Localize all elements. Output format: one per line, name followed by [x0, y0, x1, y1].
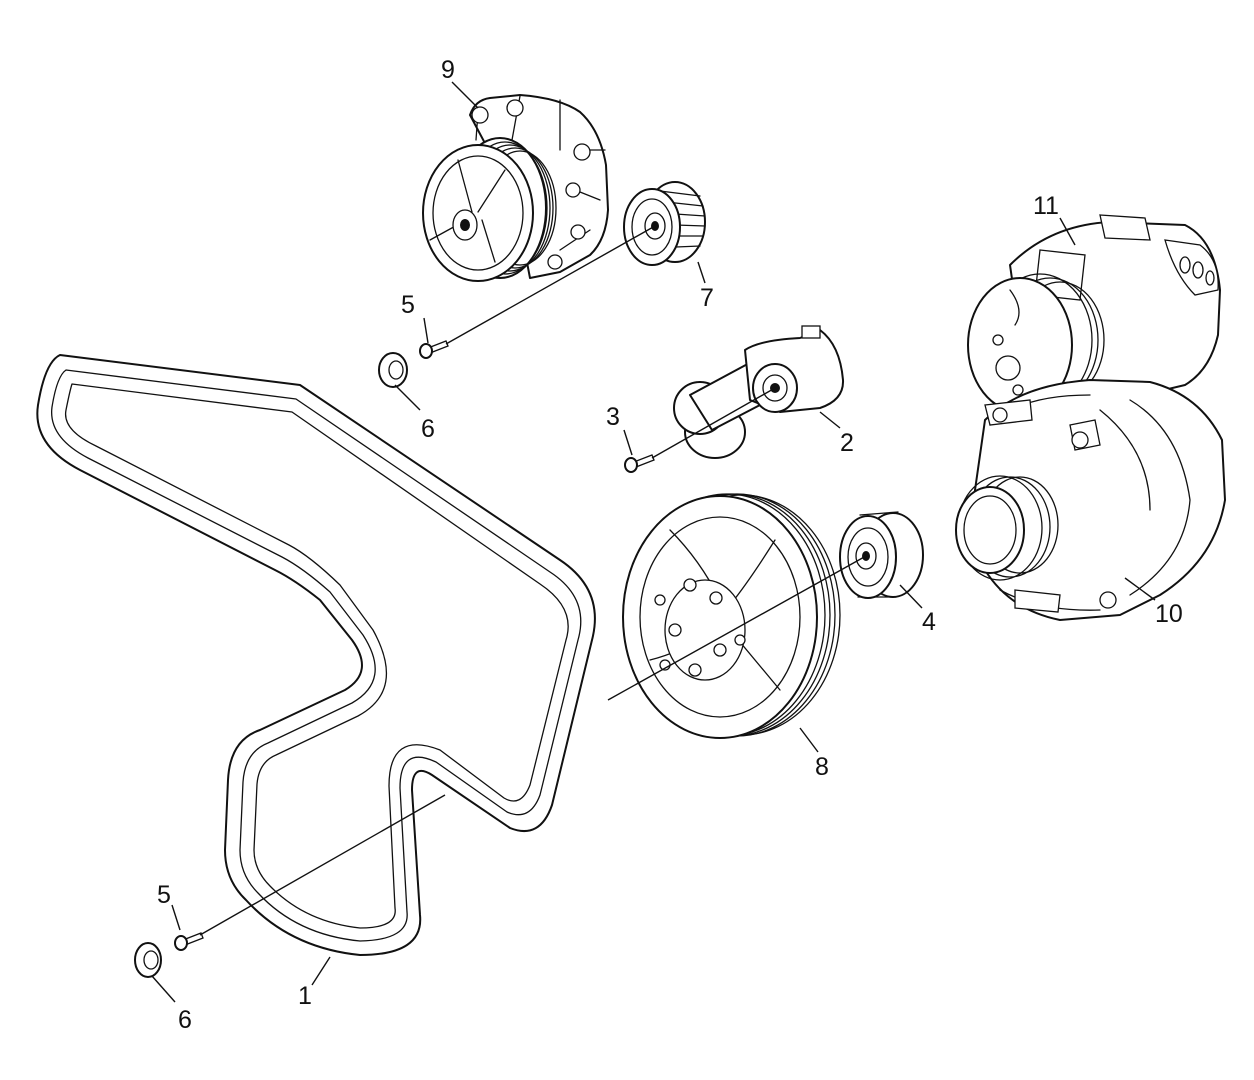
- callout-7: 7: [700, 284, 714, 312]
- callout-6-upper: 6: [421, 415, 435, 443]
- ac-compressor: [967, 214, 1221, 413]
- callout-9: 9: [441, 56, 455, 84]
- leader-lines: [151, 81, 1156, 1003]
- belt-tensioner: [673, 325, 845, 459]
- washer-lower: [134, 942, 162, 978]
- upper-idler-pulley: [623, 181, 706, 266]
- callout-5-upper: 5: [401, 291, 415, 319]
- alternator: [955, 379, 1226, 621]
- callout-10: 10: [1155, 600, 1183, 628]
- crankshaft-pulley: [622, 493, 841, 739]
- callout-5-lower: 5: [157, 881, 171, 909]
- callout-1: 1: [298, 982, 312, 1010]
- bolt-lower: [174, 932, 204, 951]
- callout-6-lower: 6: [178, 1006, 192, 1034]
- drive-belt: [36, 354, 596, 956]
- washer-upper: [378, 352, 408, 388]
- water-pump: [422, 94, 609, 282]
- callout-4: 4: [922, 608, 936, 636]
- bolt-upper: [419, 340, 449, 359]
- callout-3: 3: [606, 403, 620, 431]
- callout-11: 11: [1033, 192, 1059, 220]
- tensioner-bolt: [624, 454, 655, 473]
- lower-idler-pulley: [839, 511, 924, 599]
- callout-2: 2: [840, 429, 854, 457]
- callout-8: 8: [815, 753, 829, 781]
